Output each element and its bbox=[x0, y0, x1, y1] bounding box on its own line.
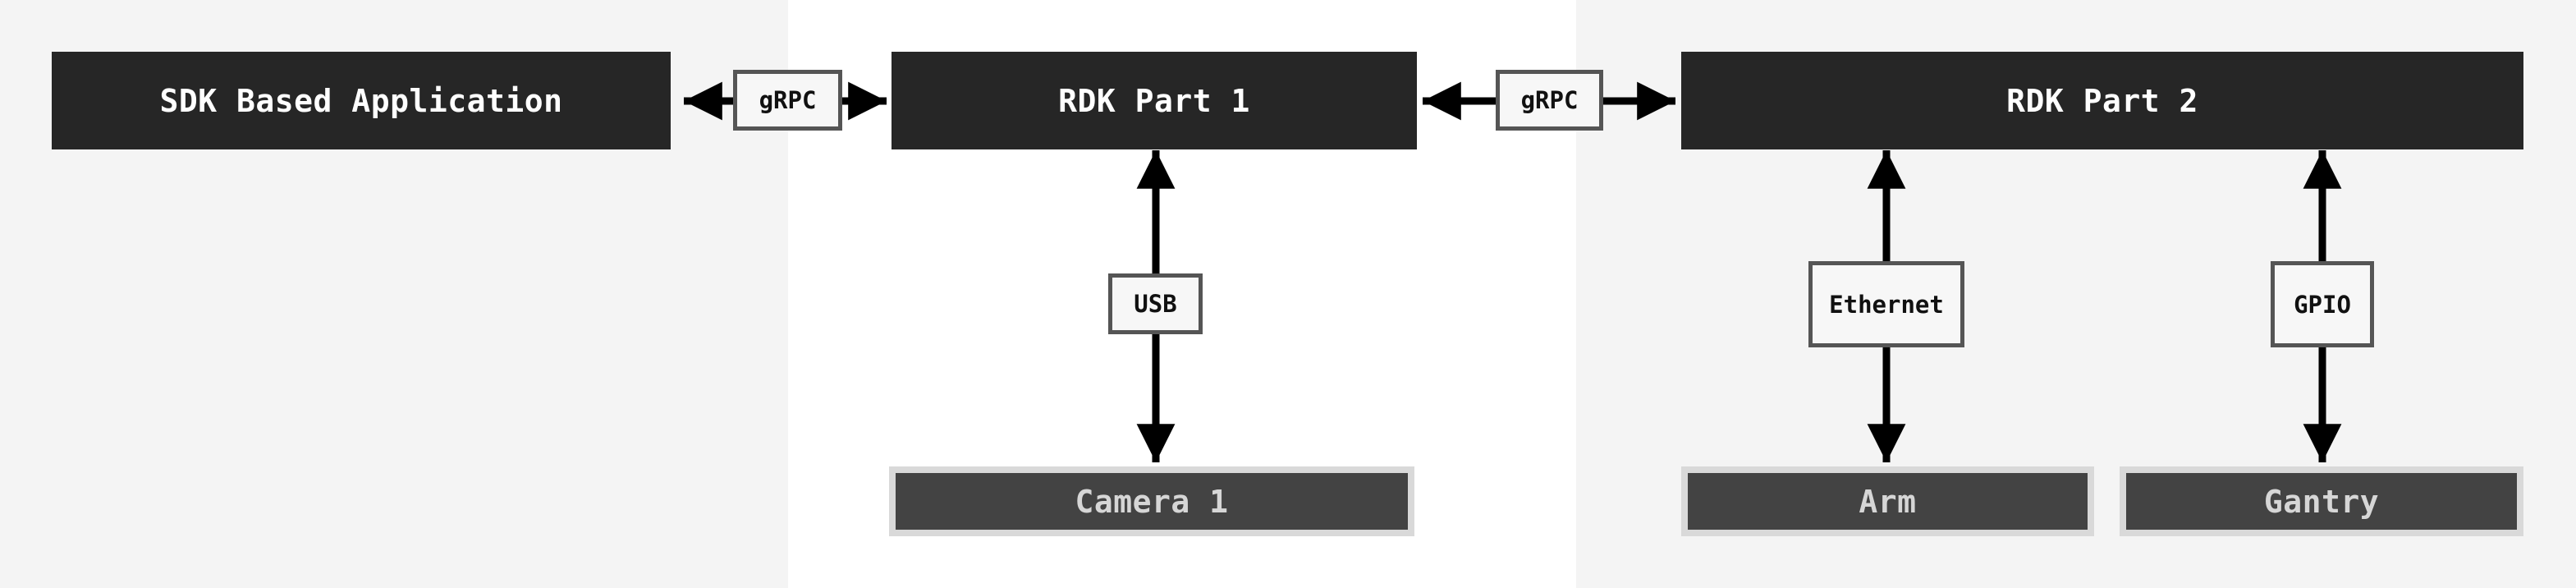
connection-label-grpc-1: gRPC bbox=[733, 70, 842, 131]
connection-label-gpio-text: GPIO bbox=[2294, 290, 2351, 319]
node-sdk-based-application: SDK Based Application bbox=[52, 52, 671, 149]
node-rdk-part-1: RDK Part 1 bbox=[892, 52, 1417, 149]
device-gantry: Gantry bbox=[2120, 466, 2523, 536]
connection-label-ethernet: Ethernet bbox=[1808, 261, 1964, 347]
connection-label-grpc-2: gRPC bbox=[1496, 70, 1603, 131]
connection-label-usb: USB bbox=[1108, 273, 1203, 334]
node-rdk-part-2-label: RDK Part 2 bbox=[2006, 82, 2198, 119]
connection-label-usb-text: USB bbox=[1134, 290, 1177, 318]
device-camera-1: Camera 1 bbox=[889, 466, 1414, 536]
node-rdk-part-1-label: RDK Part 1 bbox=[1058, 82, 1250, 119]
connection-label-gpio: GPIO bbox=[2271, 261, 2374, 347]
device-gantry-label: Gantry bbox=[2263, 483, 2380, 520]
device-arm-label: Arm bbox=[1859, 483, 1917, 520]
node-sdk-based-application-label: SDK Based Application bbox=[159, 82, 563, 119]
connection-label-grpc-1-text: gRPC bbox=[759, 86, 817, 114]
device-camera-1-label: Camera 1 bbox=[1075, 483, 1229, 520]
node-rdk-part-2: RDK Part 2 bbox=[1681, 52, 2523, 149]
connection-label-ethernet-text: Ethernet bbox=[1829, 290, 1944, 319]
connection-label-grpc-2-text: gRPC bbox=[1520, 86, 1579, 114]
device-arm: Arm bbox=[1681, 466, 2094, 536]
